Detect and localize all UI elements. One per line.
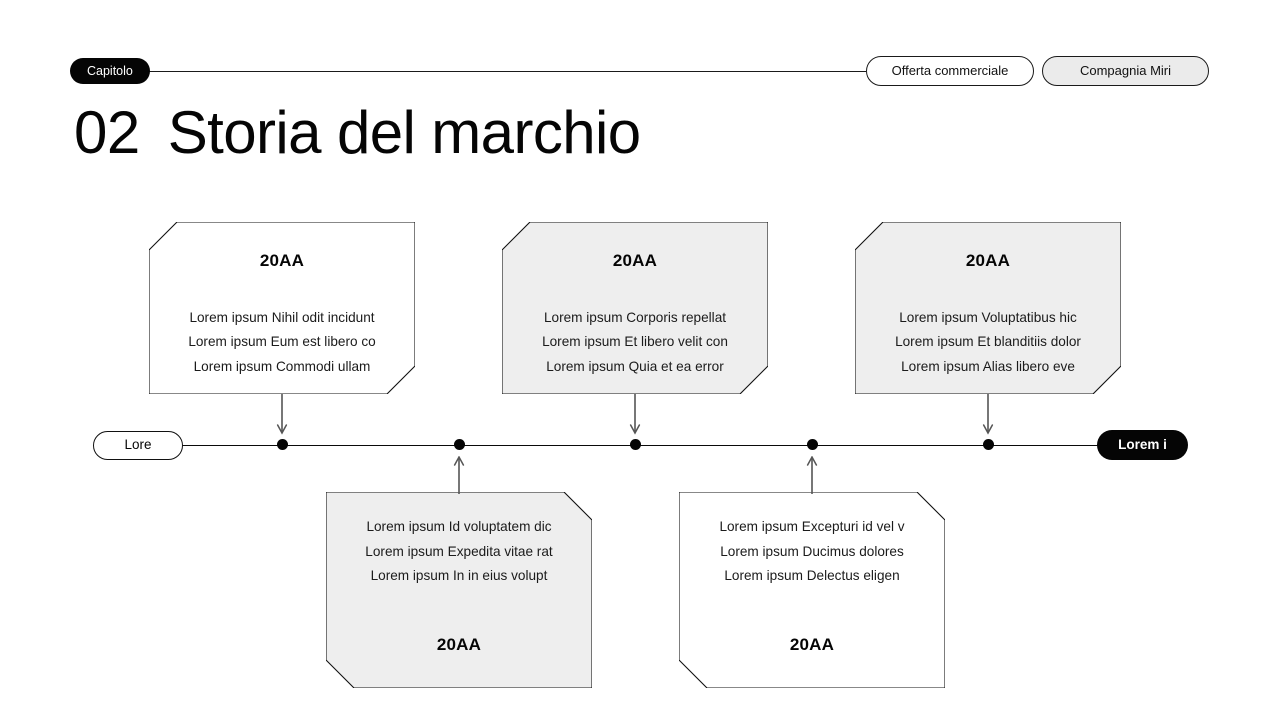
card-connector-3 [629,394,641,435]
timeline-dot-5[interactable] [982,439,994,450]
card-outline-shape [502,222,768,394]
card-year-label: 20AA [436,634,482,654]
card-connector-1 [276,394,288,435]
page-title: 02 Storia del marchio [74,98,641,167]
timeline-card-4[interactable]: Lorem ipsum Excepturi id vel v Lorem ipsu… [679,492,945,688]
timeline-dot-1[interactable] [276,439,288,450]
card-year-label: 20AA [965,250,1011,270]
card-outline-shape [149,222,415,394]
card-body-text: Lorem ipsum Excepturi id vel v Lorem ipsu… [699,515,925,588]
card-body-line-2: Lorem ipsum Eum est libero co [188,334,376,350]
card-body-line-2: Lorem ipsum Et blanditiis dolor [895,334,1081,350]
timeline-dot-3[interactable] [629,439,641,450]
page-title-number: 02 [74,99,140,166]
card-body-line-3: Lorem ipsum Commodi ullam [193,358,371,374]
compagnia-miri-button[interactable]: Compagnia Miri [1042,56,1209,86]
card-body-line-3: Lorem ipsum Delectus eligen [724,568,900,584]
card-body-line-2: Lorem ipsum Expedita vitae rat [365,543,553,559]
card-body-line-3: Lorem ipsum Quia et ea error [546,358,724,374]
card-outline-shape [326,492,592,688]
card-body-line-3: Lorem ipsum Alias libero eve [901,358,1075,374]
card-outline-shape [679,492,945,688]
page-title-text: Storia del marchio [167,99,641,166]
card-body-line-2: Lorem ipsum Ducimus dolores [720,543,904,559]
timeline-dot-2[interactable] [453,439,465,450]
header-divider-line [142,70,866,72]
card-body-line-1: Lorem ipsum Nihil odit incidunt [189,309,375,325]
card-content: Lorem ipsum Excepturi id vel v Lorem ipsu… [679,492,945,688]
offerta-commerciale-button[interactable]: Offerta commerciale [866,56,1034,86]
card-outline-shape [855,222,1121,394]
card-body-line-1: Lorem ipsum Id voluptatem dic [366,519,552,535]
card-body-line-1: Lorem ipsum Corporis repellat [543,309,727,325]
card-body-line-2: Lorem ipsum Et libero velit con [542,334,728,350]
card-body-line-3: Lorem ipsum In in eius volupt [370,568,548,584]
timeline-end-label[interactable]: Lorem i [1097,430,1188,460]
card-year-label: 20AA [789,634,835,654]
card-body-line-1: Lorem ipsum Voluptatibus hic [899,309,1077,325]
timeline-start-label[interactable]: Lore [93,431,183,460]
timeline-dot-4[interactable] [806,439,818,450]
card-connector-5 [982,394,994,435]
card-connector-4 [806,456,818,494]
card-year-label: 20AA [259,250,305,270]
card-body-line-1: Lorem ipsum Excepturi id vel v [719,519,905,535]
timeline-axis [182,444,1102,447]
card-connector-2 [453,456,465,494]
chapter-chip: Capitolo [70,58,150,84]
card-year-label: 20AA [612,250,658,270]
